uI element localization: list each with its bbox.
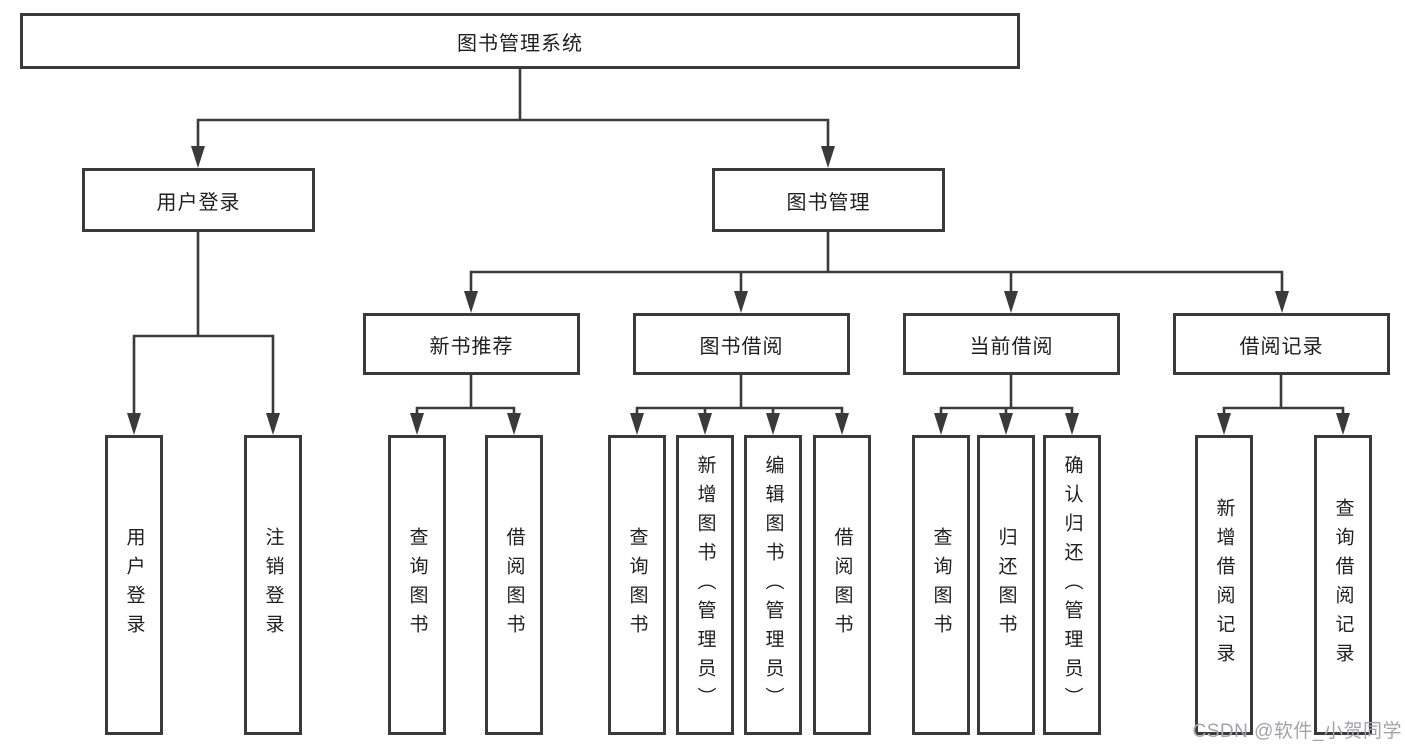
node-book-borrow: 图书借阅 (633, 313, 850, 375)
node-book-management: 图书管理 (712, 168, 945, 232)
node-label: 新增图书（管理员） (694, 454, 716, 716)
node-label: 注销登录 (262, 527, 284, 643)
node-label: 查询图书 (626, 527, 648, 643)
node-root: 图书管理系统 (20, 13, 1020, 69)
csdn-watermark: CSDN @软件_小贺同学 (1192, 721, 1402, 742)
node-label: 借阅记录 (1239, 335, 1324, 358)
node-label: 用户登录 (123, 527, 145, 643)
node-label: 借阅图书 (503, 527, 525, 643)
node-user-login: 用户登录 (82, 168, 315, 232)
leaf-query-books-borrow: 查询图书 (608, 435, 666, 735)
node-label: 查询借阅记录 (1332, 498, 1354, 672)
leaf-logout: 注销登录 (244, 435, 302, 735)
node-label: 归还图书 (995, 527, 1017, 643)
leaf-borrow-books: 借阅图书 (813, 435, 871, 735)
node-label: 图书管理 (786, 191, 871, 214)
node-label: 新书推荐 (429, 335, 514, 358)
node-label: 查询图书 (406, 527, 428, 643)
leaf-add-book-admin: 新增图书（管理员） (676, 435, 734, 735)
node-label: 编辑图书（管理员） (762, 454, 784, 716)
leaf-query-borrow-record: 查询借阅记录 (1314, 435, 1372, 735)
leaf-user-login: 用户登录 (105, 435, 163, 735)
node-label: 确认归还（管理员） (1061, 454, 1083, 716)
node-label: 图书借阅 (699, 335, 784, 358)
node-label: 查询图书 (930, 527, 952, 643)
leaf-query-books-current: 查询图书 (912, 435, 970, 735)
leaf-edit-book-admin: 编辑图书（管理员） (744, 435, 802, 735)
leaf-borrow-books-recommend: 借阅图书 (485, 435, 543, 735)
leaf-confirm-return-admin: 确认归还（管理员） (1043, 435, 1101, 735)
node-label: 借阅图书 (831, 527, 853, 643)
leaf-return-book: 归还图书 (977, 435, 1035, 735)
node-new-book-recommend: 新书推荐 (363, 313, 580, 375)
leaf-query-books-recommend: 查询图书 (388, 435, 446, 735)
node-label: 当前借阅 (969, 335, 1054, 358)
node-borrow-records: 借阅记录 (1173, 313, 1390, 375)
leaf-add-borrow-record: 新增借阅记录 (1195, 435, 1253, 735)
node-label: 用户登录 (156, 191, 241, 214)
node-label: 图书管理系统 (457, 32, 583, 55)
node-label: 新增借阅记录 (1213, 498, 1235, 672)
node-current-borrow: 当前借阅 (903, 313, 1120, 375)
